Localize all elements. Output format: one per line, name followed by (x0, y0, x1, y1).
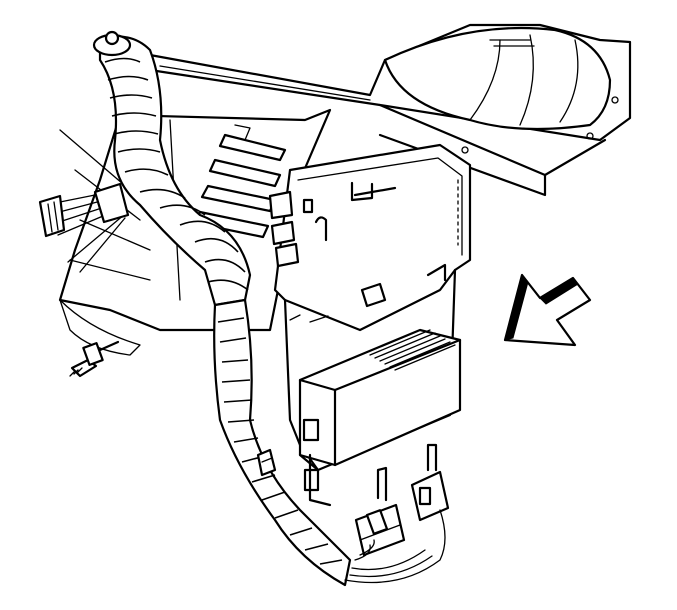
direction-arrow-icon (503, 273, 592, 347)
upper-mounting-bracket (148, 23, 632, 197)
retaining-clip (256, 448, 277, 477)
wiring-harness (92, 30, 446, 587)
harness-connector-left (354, 466, 406, 557)
loose-wire-ends (38, 182, 130, 273)
harness-connector-right (410, 443, 450, 522)
heat-sink-fins (369, 329, 456, 371)
ground-stud (69, 340, 120, 378)
control-module (298, 328, 462, 507)
